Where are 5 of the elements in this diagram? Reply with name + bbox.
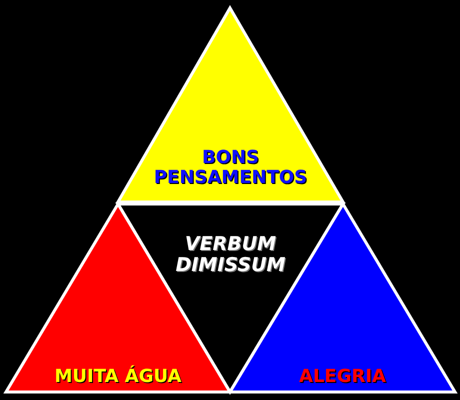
panel-label: ALEGRIA — [298, 367, 387, 387]
panel-label: BONS PENSAMENTOS — [152, 148, 308, 188]
panel-label: MUITA ÁGUA — [53, 367, 182, 387]
panel-label: VERBUM DIMISSUM — [174, 234, 286, 276]
triangle-panel — [115, 5, 346, 204]
